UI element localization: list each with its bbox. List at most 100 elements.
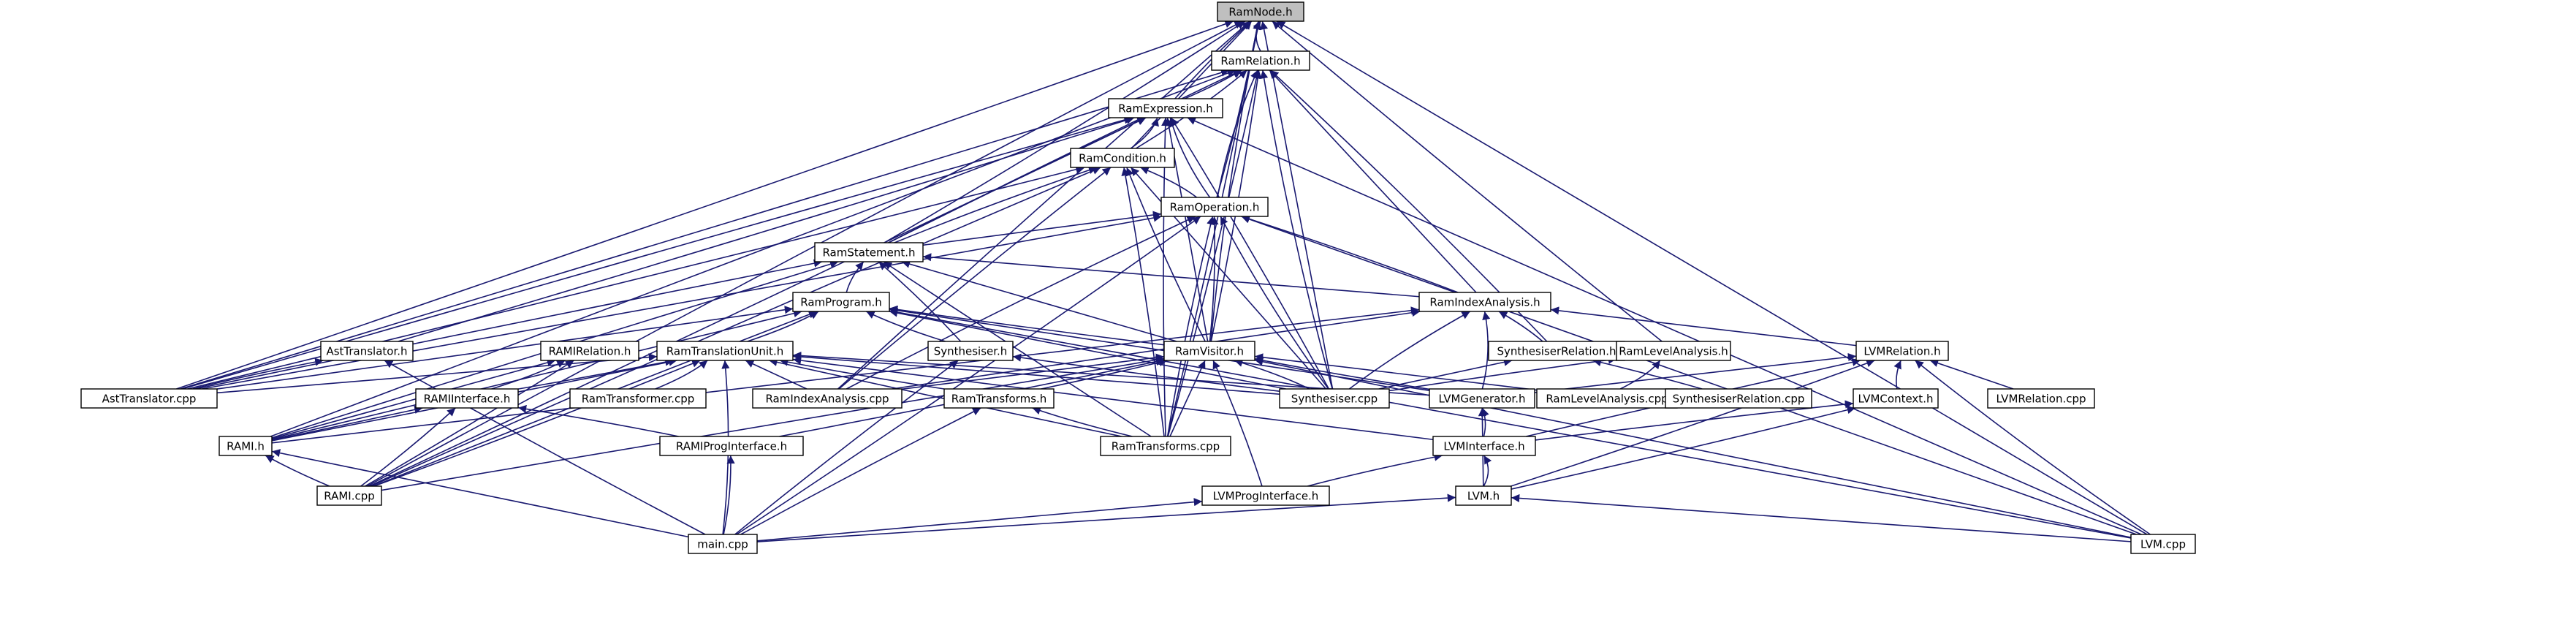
file-node-ramtransformer-cpp[interactable]: RamTransformer.cpp <box>569 388 707 409</box>
file-node-lvmrelation-h[interactable]: LVMRelation.h <box>1855 341 1949 361</box>
file-node-lvmgenerator[interactable]: LVMGenerator.h <box>1429 388 1535 409</box>
node-box <box>1855 341 1949 361</box>
dependency-edge <box>1164 117 1209 342</box>
file-node-lvmproginterface[interactable]: LVMProgInterface.h <box>1201 485 1330 506</box>
file-node-asttranslator-cpp[interactable]: AstTranslator.cpp <box>80 388 218 409</box>
dependency-edge <box>1378 357 1513 390</box>
node-label: LVMGenerator.h <box>1439 393 1526 406</box>
node-box <box>1163 341 1255 361</box>
node-box <box>1432 436 1536 456</box>
dependency-edge <box>884 20 1246 243</box>
dependency-edge <box>1481 407 1489 437</box>
file-node-ramlevelanalysis-cpp[interactable]: RamLevelAnalysis.cpp <box>1536 388 1678 409</box>
file-node-ramnode[interactable]: RamNode.h <box>1217 1 1304 22</box>
file-node-ramvisitor[interactable]: RamVisitor.h <box>1163 341 1255 361</box>
dependency-edge <box>517 357 674 390</box>
node-label: RamIndexAnalysis.h <box>1429 296 1540 309</box>
file-node-ramoperation[interactable]: RamOperation.h <box>1160 197 1269 217</box>
file-node-ramstatement[interactable]: RamStatement.h <box>814 242 924 262</box>
file-node-lvminterface[interactable]: LVMInterface.h <box>1432 436 1536 456</box>
node-label: RamExpression.h <box>1118 102 1213 116</box>
dependency-edge <box>381 355 1165 491</box>
node-label: RamStatement.h <box>822 246 915 260</box>
dependency-edge <box>769 357 1122 437</box>
node-box <box>927 341 1014 361</box>
file-node-lvm-cpp[interactable]: LVM.cpp <box>2130 534 2196 554</box>
file-node-synthesiser-cpp[interactable]: Synthesiser.cpp <box>1279 388 1390 409</box>
file-node-lvm-h[interactable]: LVM.h <box>1455 485 1512 506</box>
file-node-asttranslator-h[interactable]: AstTranslator.h <box>320 341 414 361</box>
node-label: RAMIProgInterface.h <box>676 440 787 453</box>
file-node-ramexpression[interactable]: RamExpression.h <box>1108 98 1223 118</box>
file-node-lvmcontext[interactable]: LVMContext.h <box>1853 388 1939 409</box>
node-label: RamTranslationUnit.h <box>666 345 783 358</box>
dependency-edge <box>922 211 1162 246</box>
dependency-edge <box>271 405 423 442</box>
node-box <box>1160 197 1269 217</box>
dependency-edge <box>1254 353 1538 391</box>
dependency-edge <box>202 213 1162 390</box>
node-label: LVMInterface.h <box>1443 440 1524 453</box>
node-box <box>752 388 903 409</box>
dependency-edge <box>384 360 706 535</box>
dependency-edge <box>1550 306 1857 347</box>
dependency-edge <box>373 360 701 487</box>
file-node-ramindexanalysis-h[interactable]: RamIndexAnalysis.h <box>1418 292 1551 312</box>
file-node-ramiproginterface[interactable]: RAMIProgInterface.h <box>659 436 804 456</box>
file-nodes: RamNode.hRamRelation.hRamExpression.hRam… <box>80 1 2196 554</box>
dependency-edge <box>1130 167 1327 390</box>
node-box <box>2130 534 2196 554</box>
dependency-edge <box>491 360 566 390</box>
file-node-synthesiser-h[interactable]: Synthesiser.h <box>927 341 1014 361</box>
file-node-ramtranslationunit[interactable]: RamTranslationUnit.h <box>656 341 794 361</box>
file-node-ramcondition[interactable]: RamCondition.h <box>1070 148 1175 168</box>
node-label: SynthesiserRelation.cpp <box>1673 393 1805 406</box>
node-label: RamLevelAnalysis.h <box>1619 345 1728 358</box>
file-node-rami-h[interactable]: RAMI.h <box>219 436 273 456</box>
file-node-ramtransforms-cpp[interactable]: RamTransforms.cpp <box>1100 436 1231 456</box>
dependency-edge <box>1619 360 1661 390</box>
dependency-edge <box>889 305 1165 346</box>
node-label: AstTranslator.cpp <box>102 393 197 406</box>
node-box <box>219 436 273 456</box>
dependency-edge <box>1254 356 1430 390</box>
file-node-synthesiserrelation-h[interactable]: SynthesiserRelation.h <box>1488 341 1625 361</box>
node-label: LVMProgInterface.h <box>1213 490 1319 503</box>
node-label: Synthesiser.h <box>934 345 1008 358</box>
node-box <box>1418 292 1551 312</box>
dependency-edge <box>1272 20 1663 342</box>
node-label: RamVisitor.h <box>1175 345 1244 358</box>
dependency-edge <box>1140 167 1198 198</box>
file-node-ramlevelanalysis[interactable]: RamLevelAnalysis.h <box>1616 341 1731 361</box>
file-node-lvmrelation-cpp[interactable]: LVMRelation.cpp <box>1987 388 2095 409</box>
dependency-edge <box>216 352 658 394</box>
dependency-edge <box>1169 360 1206 437</box>
dependency-edge <box>1481 311 1491 390</box>
dependency-edge <box>371 167 1101 487</box>
dependency-edge <box>1893 360 1901 390</box>
node-label: RamIndexAnalysis.cpp <box>765 393 889 406</box>
dependency-edge <box>1915 360 2151 535</box>
file-node-ramprogram[interactable]: RamProgram.h <box>792 292 890 312</box>
file-node-ramtransforms-h[interactable]: RamTransforms.h <box>943 388 1055 409</box>
dependency-edge <box>1041 358 1168 390</box>
dependency-edge <box>1012 353 1280 393</box>
node-box <box>1616 341 1731 361</box>
dependency-edge <box>1131 20 1253 149</box>
file-node-main-cpp[interactable]: main.cpp <box>688 534 758 554</box>
file-node-ramrelation[interactable]: RamRelation.h <box>1211 50 1310 71</box>
node-label: RAMI.cpp <box>324 490 375 503</box>
file-node-raminterface[interactable]: RAMIInterface.h <box>415 388 519 409</box>
dependency-edge <box>655 360 708 390</box>
file-node-synthesiserrelation-cpp[interactable]: SynthesiserRelation.cpp <box>1665 388 1812 409</box>
file-node-ramirelation[interactable]: RAMIRelation.h <box>540 341 639 361</box>
file-node-ramindexanalysis-cpp[interactable]: RamIndexAnalysis.cpp <box>752 388 903 409</box>
node-box <box>1217 1 1304 22</box>
dependency-edge <box>270 69 1236 437</box>
dependency-edge <box>1234 358 1310 390</box>
dependency-edge <box>1241 215 1459 293</box>
file-node-rami-cpp[interactable]: RAMI.cpp <box>316 485 382 506</box>
dependency-edge <box>1511 406 1856 490</box>
node-label: main.cpp <box>697 538 748 551</box>
